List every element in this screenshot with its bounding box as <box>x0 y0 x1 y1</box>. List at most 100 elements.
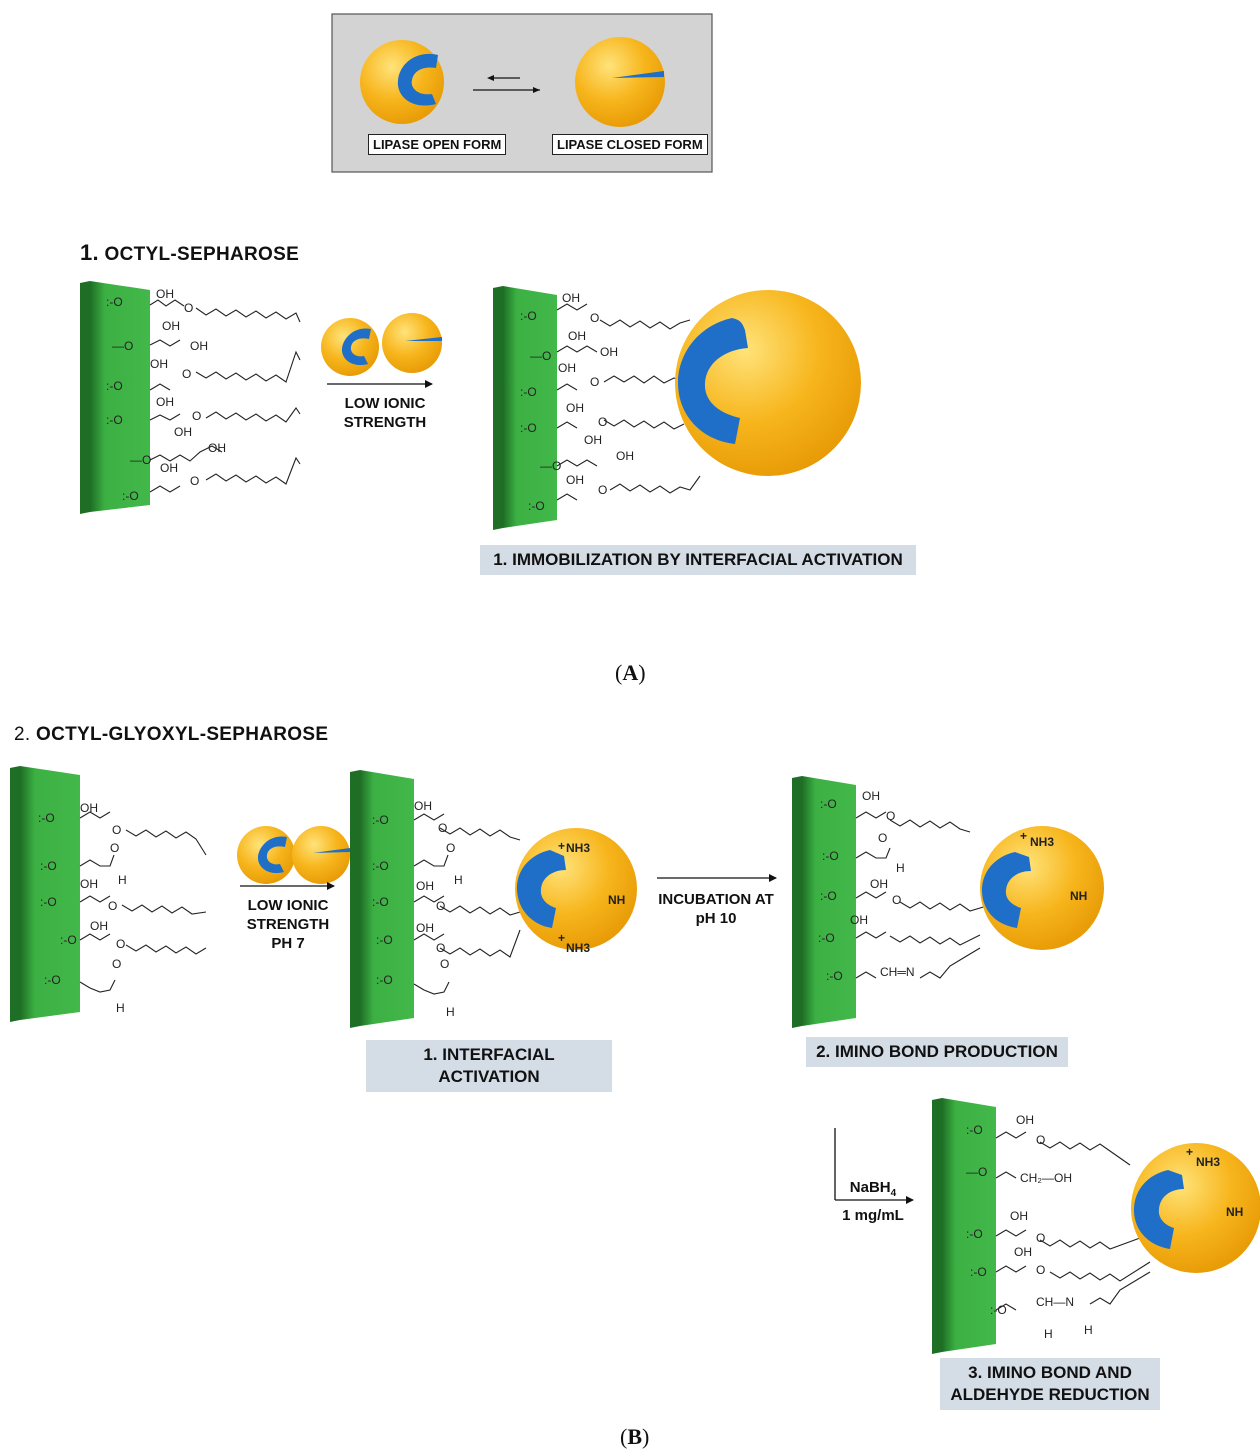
condition-b-line1: LOW IONIC <box>247 897 329 914</box>
alcohol-label: CH₂—OH <box>1020 1171 1072 1185</box>
condition-b-line2: STRENGTH <box>246 916 330 933</box>
chem-label: OH <box>160 461 178 475</box>
chem-label: :-O <box>820 797 837 811</box>
chem-label: OH <box>414 799 432 813</box>
amine-nh2: NH <box>1226 1205 1243 1219</box>
panel-label-b: (B) <box>620 1424 650 1449</box>
chem-label: H <box>116 1001 125 1015</box>
chem-label: OH <box>616 449 634 463</box>
amine-plus: + <box>558 931 565 945</box>
chem-label: OH <box>90 919 108 933</box>
chem-label: :-O <box>820 889 837 903</box>
chem-label: OH <box>1014 1245 1032 1259</box>
chem-label: OH <box>566 473 584 487</box>
chem-label: O <box>892 893 901 907</box>
chem-label: OH <box>416 921 434 935</box>
chem-label: O <box>440 957 449 971</box>
support-B1-icon <box>10 766 80 1022</box>
chem-label: :-O <box>376 933 393 947</box>
step-a-banner: 1. IMMOBILIZATION BY INTERFACIAL ACTIVAT… <box>480 545 916 575</box>
amine-plus: + <box>1020 829 1027 843</box>
chem-label: O <box>184 301 193 315</box>
chem-label: :-O <box>106 379 123 393</box>
condition-a-line1: LOW IONIC <box>344 395 426 412</box>
chem-label: H <box>1044 1327 1053 1341</box>
chem-label: O <box>886 809 895 823</box>
chem-label: :-O <box>822 849 839 863</box>
chem-label: —O <box>130 453 151 467</box>
panel-a-letter: A <box>622 660 639 685</box>
chem-label: :-O <box>106 413 123 427</box>
chem-label: :-O <box>106 295 123 309</box>
arrow-B3-icon <box>834 1128 914 1204</box>
chem-label: :-O <box>528 499 545 513</box>
legend-open-lipase-icon <box>360 40 444 124</box>
condition-a-line2: STRENGTH <box>343 414 427 431</box>
chem-label: :-O <box>966 1123 983 1137</box>
chem-label: OH <box>150 357 168 371</box>
lipase-pair-B-icon <box>237 826 350 884</box>
heading-b-text: OCTYL-GLYOXYL-SEPHAROSE <box>36 724 329 745</box>
step2-banner: 2. IMINO BOND PRODUCTION <box>806 1037 1068 1067</box>
lipase-immobilized-A-icon <box>675 290 861 476</box>
chem-label: H <box>896 861 905 875</box>
chem-label: OH <box>862 789 880 803</box>
step3-line2: ALDEHYDE REDUCTION <box>950 1385 1150 1404</box>
equilibrium-arrows-icon <box>473 75 540 93</box>
legend-open-form-label: LIPASE OPEN FORM <box>368 134 507 155</box>
reductant-concentration: 1 mg/mL <box>842 1207 904 1224</box>
chem-label: O <box>108 899 117 913</box>
condition-b: LOW IONIC STRENGTH PH 7 <box>236 896 340 953</box>
chem-label: :-O <box>520 421 537 435</box>
condition-a: LOW IONIC STRENGTH <box>330 394 440 432</box>
chem-label: OH <box>562 291 580 305</box>
chem-label: H <box>454 873 463 887</box>
chem-label: O <box>1036 1263 1045 1277</box>
heading-b-number: 2. <box>14 724 31 745</box>
chem-label: OH <box>190 339 208 353</box>
chem-label: :-O <box>826 969 843 983</box>
amine-plus: + <box>558 839 565 853</box>
heading-a-text: OCTYL-SEPHAROSE <box>104 244 300 265</box>
chem-label: O <box>112 823 121 837</box>
chem-label: O <box>192 409 201 423</box>
chem-label: OH <box>568 329 586 343</box>
chem-label: O <box>598 483 607 497</box>
chem-label: H <box>118 873 127 887</box>
chem-label: :-O <box>376 973 393 987</box>
octyl-chains-A-left <box>149 299 301 493</box>
incubation-label: INCUBATION AT pH 10 <box>650 890 782 928</box>
step3-banner: 3. IMINO BOND AND ALDEHYDE REDUCTION <box>940 1358 1160 1410</box>
chem-label: OH <box>1016 1113 1034 1127</box>
chem-label: O <box>1036 1133 1045 1147</box>
chem-label: OH <box>162 319 180 333</box>
chem-label: OH <box>156 395 174 409</box>
octyl-chains-A-right <box>556 303 701 501</box>
amine-bond-label: CH—N <box>1036 1295 1074 1309</box>
amine-nh3: NH3 <box>566 941 590 955</box>
support-A-left-icon <box>80 281 150 514</box>
support-A-right-icon <box>493 286 557 530</box>
step3-line1: 3. IMINO BOND AND <box>968 1363 1132 1382</box>
chem-label: OH <box>80 877 98 891</box>
incubation-line1: INCUBATION AT <box>658 891 774 908</box>
chem-label: OH <box>1010 1209 1028 1223</box>
support-B3-icon <box>792 776 856 1028</box>
chem-label: :-O <box>40 859 57 873</box>
chem-label: O <box>110 841 119 855</box>
chem-label: OH <box>208 441 226 455</box>
support-B4-icon <box>932 1098 996 1354</box>
lipase-B2-icon <box>515 828 637 950</box>
chem-label: :-O <box>372 859 389 873</box>
chem-label: O <box>112 957 121 971</box>
chem-label: :-O <box>970 1265 987 1279</box>
support-B2-icon <box>350 770 414 1028</box>
chem-label: :-O <box>122 489 139 503</box>
reductant-label: NaBH4 <box>836 1178 910 1203</box>
heading-a: 1. OCTYL-SEPHAROSE <box>80 240 299 266</box>
amine-nh3: NH3 <box>1196 1155 1220 1169</box>
amine-nh2: NH <box>1070 889 1087 903</box>
chem-label: O <box>436 941 445 955</box>
panel-b-letter: B <box>627 1424 643 1449</box>
